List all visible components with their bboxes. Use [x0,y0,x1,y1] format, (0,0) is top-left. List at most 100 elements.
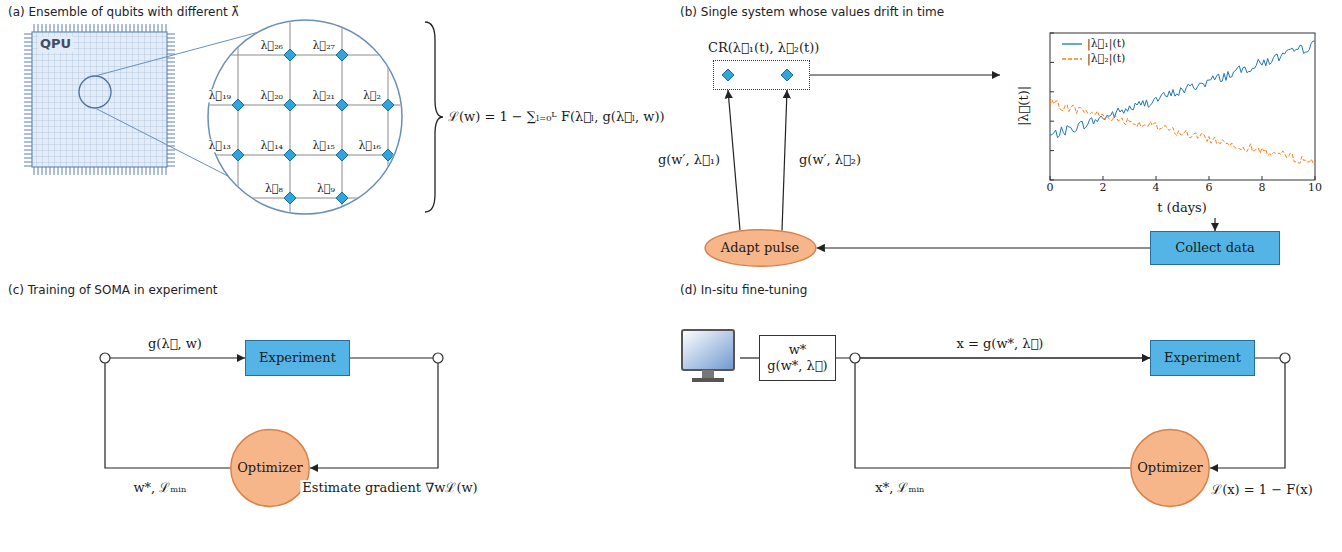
svg-line [342,15,343,220]
qubit-diamond [336,192,348,204]
node-text: Optimizer [237,460,303,476]
connector [105,358,245,468]
qubit-label: λ⃗₂₀ [260,89,284,102]
edge-label: g(w′, λ⃗₁) [656,152,722,168]
summing-junction [433,353,443,363]
qubit-diamond [232,149,244,161]
svg-line [238,15,239,220]
output-label: w*, ℒₘᵢₙ [133,480,186,496]
tick-label: 10 [1308,181,1322,194]
qubit-label: λ⃗₉ [316,182,336,195]
summing-junction [100,353,110,363]
tick [1050,62,1054,63]
shape-fill [231,430,309,507]
monitor-stand [702,370,714,378]
connector [855,358,1150,468]
qubit-diamond [284,192,296,204]
qubit-diamond [382,149,394,161]
svg-line [290,15,291,220]
tick [1050,33,1054,34]
plot-frame [1050,33,1315,180]
node-text: w* [789,342,807,358]
tick [1050,150,1054,151]
qubit-diamond [382,99,394,111]
qubit-diamond [284,49,296,61]
qubit-diamond [336,99,348,111]
summing-junction [1280,353,1290,363]
tick-label: 2 [1100,181,1107,194]
tick-label: 6 [1206,181,1213,194]
chip-label: QPU [38,36,73,52]
legend-text: |λ⃗₁|(t) [1087,37,1125,50]
qubit-lattice [200,15,410,220]
qubit-label: λ⃗₂₁ [312,89,336,102]
node-text: g(w*, λ⃗) [767,358,827,374]
panel-title: (a) Ensemble of qubits with different λ⃗ [8,5,239,19]
qubit-label: λ⃗₂ [362,89,382,102]
legend-line [1062,43,1082,44]
monitor-base [692,378,724,382]
tick-label: 8 [1259,181,1266,194]
process-box: Experiment [245,340,350,376]
curly-brace [425,22,443,212]
node-text: Adapt pulse [721,240,799,256]
qubit-label: λ⃗₁₅ [312,139,336,152]
qubit-diamonds [232,49,394,204]
svg-line [200,55,410,56]
qubit-label: λ⃗₂₆ [260,39,284,52]
tick [1156,176,1157,180]
qubit-label: λ⃗₁₆ [358,139,382,152]
legend-row: |λ⃗₂|(t) [1058,52,1128,66]
process-box: Collect data [1150,231,1280,265]
qubit-diamond [284,99,296,111]
tick [1050,180,1054,181]
tick [1103,176,1104,180]
node-text: Experiment [1164,350,1241,366]
qubit-label: λ⃗₁₃ [208,139,232,152]
qubit-diamond [781,69,793,81]
optimizer-circle: Optimizer [230,428,310,508]
qubit-diamond [232,99,244,111]
legend-line [1062,58,1082,59]
axis-label: t (days) [1157,200,1207,216]
legend-sample [1061,39,1083,49]
monitor-frame [682,330,734,370]
edge-label: Estimate gradient ∇wℒ(w) [300,480,479,496]
zoom-circle [208,20,402,214]
coupled-pair-box: CR(λ⃗₁(t), λ⃗₂(t)) [713,60,810,90]
edge-label: ℒ(x) = 1 − F(x) [1209,482,1315,498]
qubit-diamond [336,149,348,161]
panel-title: (b) Single system whose values drift in … [680,5,944,19]
series-line [1050,100,1315,164]
node-text: Optimizer [1137,460,1203,476]
tick [1050,121,1054,122]
connector [817,247,1151,248]
process-box: Experiment [1150,340,1255,376]
shape-fill [1131,430,1209,507]
connector [810,74,1000,75]
tick [1209,176,1210,180]
zoom-spot [79,76,111,108]
tick [1050,91,1054,92]
node-heading: CR(λ⃗₁(t), λ⃗₂(t)) [708,40,819,56]
tick-label: 4 [1153,181,1160,194]
adapt-ellipse: Adapt pulse [704,229,817,267]
svg-line [200,198,410,199]
panel-title: (d) In-situ fine-tuning [680,283,807,297]
legend-text: |λ⃗₂|(t) [1087,52,1125,65]
summing-junction [850,353,860,363]
parameter-box: w*g(w*, λ⃗) [759,335,836,381]
legend-sample [1061,54,1083,64]
chip-pins [32,167,167,175]
tick-label: 0 [1047,181,1054,194]
connector [782,90,787,231]
axis-label: |λ⃗(t)| [1016,86,1032,126]
tick [1315,176,1316,180]
qubit-diamond [336,49,348,61]
legend-row: |λ⃗₁|(t) [1058,37,1128,51]
connector [728,90,740,230]
optimizer-circle: Optimizer [1130,428,1210,508]
shape-fill [705,230,816,266]
chip-pins [24,32,32,167]
